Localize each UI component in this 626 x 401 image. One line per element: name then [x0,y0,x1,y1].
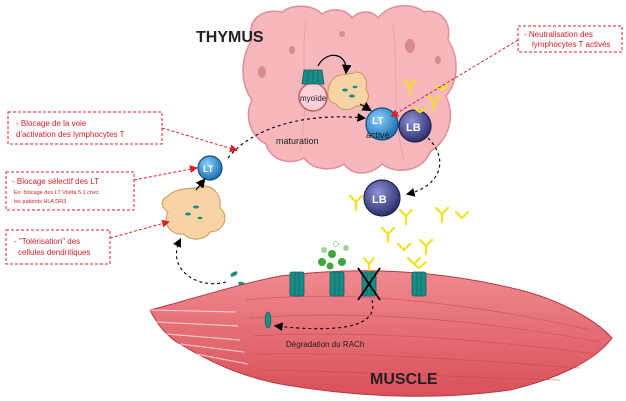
annotation-blocage-voie-line2: d'activation des lymphocytes T [16,130,125,139]
annotation-neutralisation-arrow [390,39,519,118]
activated-t-cell [365,107,399,141]
antibodies-thymus [402,78,450,114]
ach-receptor-blocked [357,257,381,301]
annotation-blocage-selectif-title: - Blocage sélectif des LT [12,177,99,186]
annotation-blocage-selectif-box [5,171,135,211]
t-cell-circulation [197,155,223,181]
annotation-blocage-selectif-line2: les patients HLA DR3 [14,199,66,205]
annotation-blocage-selectif-arrow [133,165,198,181]
rach-fragment [193,205,199,209]
thymus-label: THYMUS [196,29,264,46]
arrow-fragments-to-dendritic [173,238,227,285]
thymus-spot [435,56,441,64]
lt-active-sublabel: activé [366,130,390,140]
thymus-spot [258,66,266,78]
annotation-blocage-voie-line1: - Blocage de la voie [16,119,87,128]
peripheral-dendritic-cell [161,185,226,240]
internalized-receptor [264,311,272,329]
myoid-label: myoïde [300,94,327,103]
muscle-fibers [245,295,601,381]
arrow-dendritic-to-lt [359,102,373,112]
thymic-dendritic-cell [327,71,369,111]
lb-circulation-label: LB [372,194,387,206]
lb-thymus-label: LB [406,122,421,134]
arrow-lb-to-circulation [405,137,441,197]
myoid-cell [298,69,328,112]
annotation-blocage-selectif-line1: Ex: blocage des LT Vbêta 5.1 chez [14,190,99,196]
annotation-blocage-voie-arrow [161,127,238,153]
annotation-tolerisation-box [5,229,111,265]
b-cell-thymus [398,109,432,143]
ach-receptor [289,271,305,297]
annotation-tolerisation-line2: cellules dendritiques [18,248,91,257]
ach-receptor [411,261,427,297]
muscle-tendon [149,309,249,365]
muscle-label: MUSCLE [370,371,438,388]
arrow-degradation [273,299,374,332]
annotation-neutralisation-line2: lymphocytes T activés [532,40,610,49]
annotation-neutralisation-box [517,25,623,53]
b-cell-circulation [363,179,401,217]
rach-fragment [342,88,348,92]
maturation-label: maturation [276,136,319,146]
rach-fragment [197,216,203,220]
arrow-dendritic-to-lt-periph [195,178,206,191]
arrow-myoid-to-dendritic [317,54,352,75]
ach-receptors [289,257,427,301]
lt-label: LT [203,164,214,174]
rach-fragment [352,85,358,89]
annotation-tolerisation-arrow [109,219,170,239]
thymus-spot [405,39,415,53]
annotation-tolerisation-line1: - "Tolérisation" des [14,237,80,246]
rach-fragment [349,94,355,98]
degradation-label: Dégradation du RACh [286,340,364,349]
acetylcholine-molecules [318,241,349,270]
annotation-blocage-voie-box [7,111,163,145]
lt-active-label: LT [372,116,383,127]
annotation-neutralisation-line1: - Neutralisation des [524,30,593,39]
ach-receptor [329,271,345,297]
rach-fragment [185,212,191,216]
thymus-spot [289,46,295,54]
thymus-spot [339,31,345,37]
